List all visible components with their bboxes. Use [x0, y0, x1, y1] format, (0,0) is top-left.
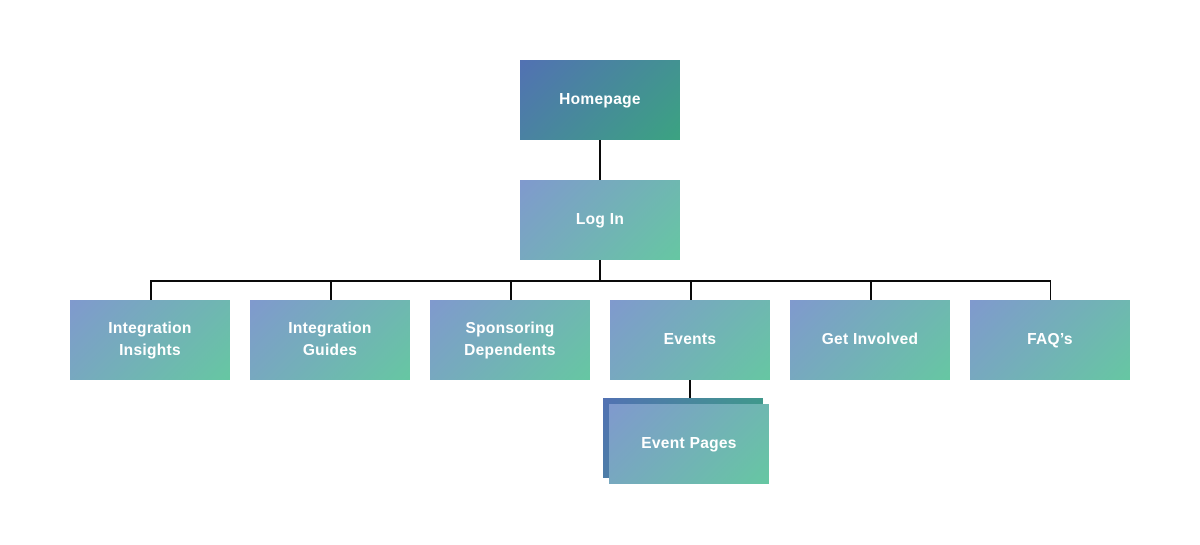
- connector-horizontal-bus: [150, 280, 1051, 282]
- node-get-involved-label: Get Involved: [821, 331, 919, 349]
- connector-drop-integration-guides: [330, 280, 332, 301]
- node-integration-insights: Integration Insights: [70, 300, 230, 380]
- node-integration-guides: Integration Guides: [250, 300, 410, 380]
- connector-events-event-pages: [689, 380, 691, 399]
- node-sponsoring-dependents: Sponsoring Dependents: [430, 300, 590, 380]
- node-log-in-label: Log In: [575, 211, 625, 229]
- node-get-involved: Get Involved: [790, 300, 950, 380]
- node-event-pages-label: Event Pages: [641, 435, 737, 453]
- node-sponsoring-dependents-label: Sponsoring Dependents: [464, 320, 556, 359]
- node-faqs-label: FAQ’s: [1027, 331, 1073, 349]
- node-events-label: Events: [663, 331, 717, 349]
- node-log-in: Log In: [520, 180, 680, 260]
- node-integration-guides-label: Integration Guides: [288, 320, 372, 359]
- connector-drop-events: [690, 280, 692, 301]
- node-homepage: Homepage: [520, 60, 680, 140]
- connector-drop-faqs: [1049, 280, 1051, 301]
- node-homepage-label: Homepage: [559, 91, 641, 109]
- node-events: Events: [610, 300, 770, 380]
- connector-drop-get-involved: [870, 280, 872, 301]
- connector-homepage-login: [599, 140, 601, 180]
- node-faqs: FAQ’s: [970, 300, 1130, 380]
- connector-login-bus: [599, 260, 601, 280]
- connector-drop-integration-insights: [150, 280, 152, 301]
- node-integration-insights-label: Integration Insights: [108, 320, 192, 359]
- node-event-pages: Event Pages: [609, 404, 769, 484]
- connector-drop-sponsoring-dependents: [510, 280, 512, 301]
